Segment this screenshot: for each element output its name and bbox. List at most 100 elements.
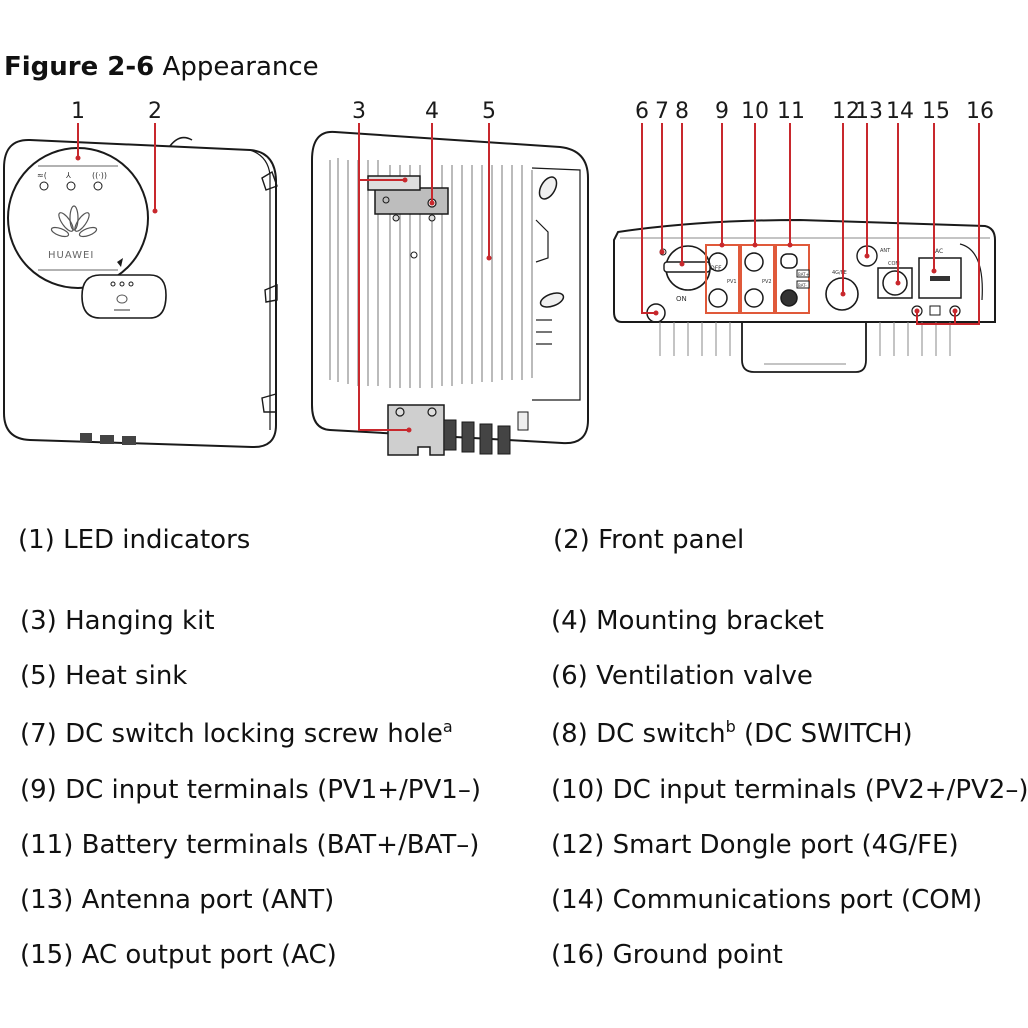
com-label: COM xyxy=(888,261,900,267)
svg-text:≈(: ≈( xyxy=(37,171,47,180)
callout-16: 16 xyxy=(966,99,994,124)
legend-item: (2) Front panel xyxy=(553,523,744,557)
legend-number: (3) xyxy=(20,606,57,636)
footnote-marker: b xyxy=(725,717,736,736)
legend-number: (7) xyxy=(20,719,57,749)
led-indicator-comm xyxy=(93,181,103,191)
led-indicator-grid xyxy=(66,181,76,191)
legend-text: Communications port (COM) xyxy=(612,885,983,915)
figure-number: Figure 2-6 xyxy=(4,52,155,82)
com-port xyxy=(877,267,913,299)
legend-text: Mounting bracket xyxy=(596,606,824,636)
legend-text: DC input terminals (PV2+/PV2–) xyxy=(612,775,1028,805)
legend-number: (14) xyxy=(551,885,605,915)
led-panel xyxy=(81,274,167,319)
legend-text-suffix: (DC SWITCH) xyxy=(735,719,913,749)
legend-text: Smart Dongle port (4G/FE) xyxy=(612,830,959,860)
legend-item: (12) Smart Dongle port (4G/FE) xyxy=(551,828,959,862)
pv1-minus-terminal xyxy=(708,288,728,308)
legend-text: Ground point xyxy=(612,940,783,970)
legend-text: Heat sink xyxy=(65,661,188,691)
bottom-bracket xyxy=(741,322,867,373)
callout-1: 1 xyxy=(71,99,85,124)
legend-number: (8) xyxy=(551,719,588,749)
pv2-label: PV2 xyxy=(762,279,772,285)
legend-number: (11) xyxy=(20,830,74,860)
legend-text: DC input terminals (PV1+/PV1–) xyxy=(65,775,481,805)
footnote-marker: a xyxy=(442,717,453,736)
callout-4: 4 xyxy=(425,99,439,124)
svg-text:((·)): ((·)) xyxy=(92,171,107,180)
antenna-label: ANT xyxy=(880,248,891,254)
appearance-figure: ≈( ⅄ ((·)) HUAWEI 1 2 xyxy=(0,90,1028,470)
pv1-plus-terminal xyxy=(708,252,728,272)
legend-number: (12) xyxy=(551,830,605,860)
legend-number: (10) xyxy=(551,775,605,805)
figure-caption: Figure 2-6 Appearance xyxy=(4,50,319,84)
legend-text: Battery terminals (BAT+/BAT–) xyxy=(81,830,480,860)
legend-text: Antenna port (ANT) xyxy=(81,885,335,915)
legend-text: DC switch xyxy=(596,719,726,749)
legend-number: (16) xyxy=(551,940,605,970)
legend-number: (5) xyxy=(20,661,57,691)
svg-text:⅄: ⅄ xyxy=(65,171,71,180)
callout-6: 6 xyxy=(635,99,649,124)
callout-11: 11 xyxy=(777,99,805,124)
hanging-kit-top xyxy=(367,175,421,191)
callout-8: 8 xyxy=(675,99,689,124)
rear-bottom-connectors xyxy=(443,411,529,455)
legend-number: (15) xyxy=(20,940,74,970)
legend-item: (15) AC output port (AC) xyxy=(20,938,337,972)
dc-switch-off-label: OFF xyxy=(710,265,722,272)
legend-item: (1) LED indicators xyxy=(18,523,250,557)
bottom-fins xyxy=(659,322,951,356)
rear-side-panel xyxy=(531,167,581,401)
legend-item: (6) Ventilation valve xyxy=(551,659,813,693)
front-side-edge xyxy=(249,149,271,430)
led-indicator-pv xyxy=(39,181,49,191)
legend-number: (13) xyxy=(20,885,74,915)
legend-number: (9) xyxy=(20,775,57,805)
legend-text: Front panel xyxy=(598,525,745,555)
front-view: ≈( ⅄ ((·)) HUAWEI xyxy=(3,123,278,449)
legend-item: (3) Hanging kit xyxy=(20,604,215,638)
legend-item: (13) Antenna port (ANT) xyxy=(20,883,334,917)
legend-number: (1) xyxy=(18,525,55,555)
front-top-mount xyxy=(169,136,193,147)
front-bottom-connectors xyxy=(80,433,136,445)
huawei-logo-icon xyxy=(50,205,98,238)
legend-text: Ventilation valve xyxy=(596,661,813,691)
legend-item: (4) Mounting bracket xyxy=(551,604,824,638)
legend-item: (8) DC switchb (DC SWITCH) xyxy=(551,717,913,751)
callout-14: 14 xyxy=(886,99,914,124)
pv2-plus-terminal xyxy=(744,252,764,272)
callout-3: 3 xyxy=(352,99,366,124)
legend-text: Hanging kit xyxy=(65,606,215,636)
appearance-illustration: ≈( ⅄ ((·)) HUAWEI 1 2 xyxy=(3,99,996,456)
callout-9: 9 xyxy=(715,99,729,124)
bat-minus-terminal xyxy=(780,289,798,307)
legend-number: (2) xyxy=(553,525,590,555)
callout-5: 5 xyxy=(482,99,496,124)
legend-item: (16) Ground point xyxy=(551,938,783,972)
legend-number: (6) xyxy=(551,661,588,691)
brand-label: HUAWEI xyxy=(48,250,94,261)
legend-text: AC output port (AC) xyxy=(81,940,337,970)
callout-2: 2 xyxy=(148,99,162,124)
bat-plus-terminal xyxy=(780,253,798,269)
legend-item: (7) DC switch locking screw holea xyxy=(20,717,453,751)
dc-switch-on-label: ON xyxy=(676,295,687,303)
legend-item: (9) DC input terminals (PV1+/PV1–) xyxy=(20,773,481,807)
mounting-bracket-top xyxy=(374,187,449,215)
bat-plus-label: BAT+ xyxy=(798,272,809,277)
dongle-label: 4G/FE xyxy=(832,270,847,276)
legend-item: (14) Communications port (COM) xyxy=(551,883,982,917)
legend-text: DC switch locking screw hole xyxy=(65,719,443,749)
legend-number: (4) xyxy=(551,606,588,636)
bat-minus-label: BAT- xyxy=(798,283,807,288)
ac-output-port xyxy=(918,257,962,299)
callout-12: 12 xyxy=(832,99,860,124)
callout-10: 10 xyxy=(741,99,769,124)
legend-item: (11) Battery terminals (BAT+/BAT–) xyxy=(20,828,479,862)
figure-title: Appearance xyxy=(162,52,319,82)
